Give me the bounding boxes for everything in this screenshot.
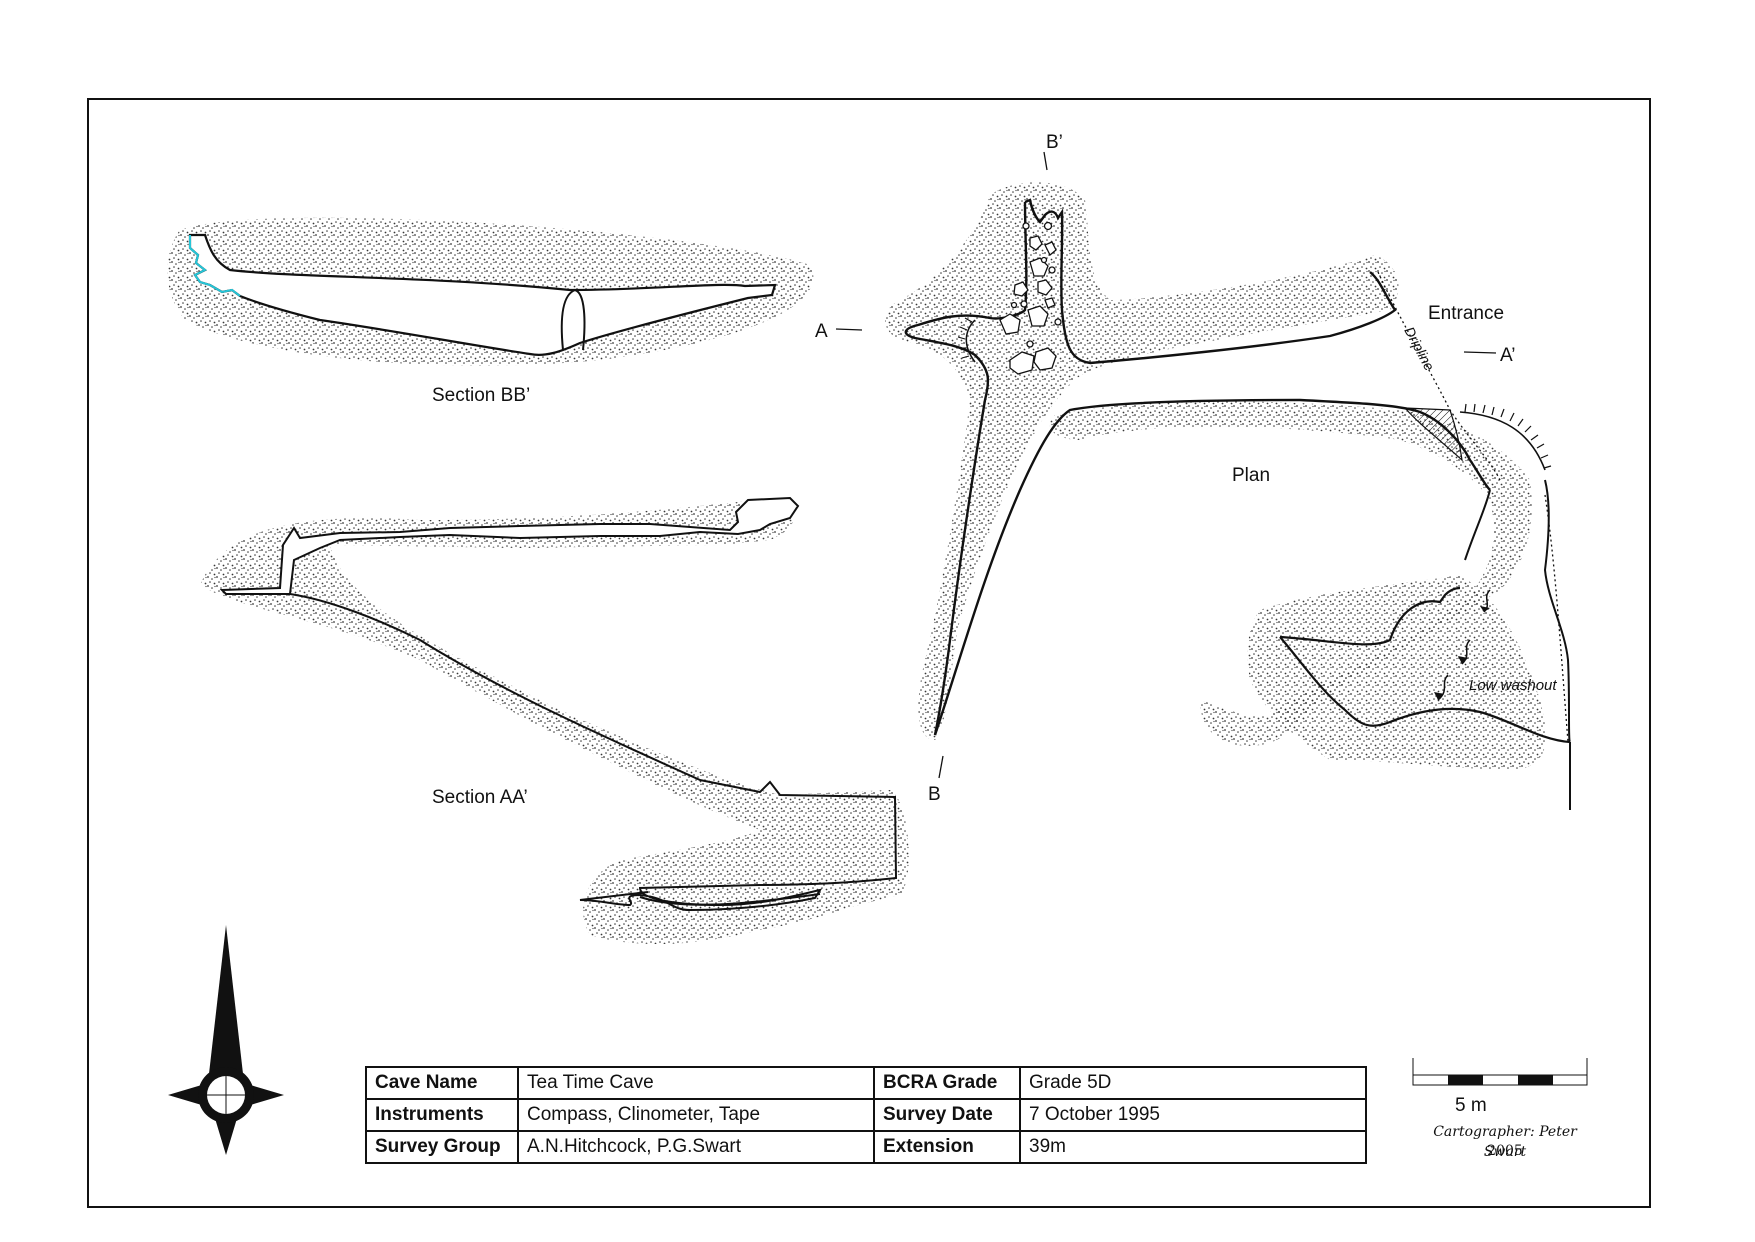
survey-group-label: Survey Group: [365, 1130, 519, 1164]
compass-rose-icon: [168, 925, 284, 1155]
section-marker-b-prime: B’: [1046, 132, 1063, 153]
plan-drawing: [835, 151, 1571, 810]
map-frame: [87, 98, 1651, 1208]
extension-label: Extension: [873, 1130, 1021, 1164]
table-row: Cave Name Tea Time Cave BCRA Grade Grade…: [365, 1066, 1367, 1100]
extension-value: 39m: [1019, 1130, 1367, 1164]
scale-bar: [1412, 1058, 1588, 1086]
section-marker-a-prime: A’: [1500, 345, 1515, 366]
section-aa-label: Section AA’: [432, 787, 528, 808]
low-washout-label: Low washout: [1469, 677, 1557, 694]
survey-info-table: Cave Name Tea Time Cave BCRA Grade Grade…: [365, 1066, 1367, 1164]
section-marker-b: B: [928, 784, 941, 805]
bcra-grade-label: BCRA Grade: [873, 1066, 1021, 1100]
dripline-label: Dripline: [1401, 324, 1438, 374]
table-row: Survey Group A.N.Hitchcock, P.G.Swart Ex…: [365, 1130, 1367, 1164]
survey-group-value: A.N.Hitchcock, P.G.Swart: [517, 1130, 875, 1164]
cave-name-value: Tea Time Cave: [517, 1066, 875, 1100]
bcra-grade-value: Grade 5D: [1019, 1066, 1367, 1100]
instruments-value: Compass, Clinometer, Tape: [517, 1098, 875, 1132]
cartographer-credit: Cartographer: Peter Swart: [1433, 1124, 1577, 1160]
section-bb-label: Section BB’: [432, 385, 530, 406]
section-marker-a: A: [815, 321, 828, 342]
section-aa-drawing: [200, 496, 909, 945]
instruments-label: Instruments: [365, 1098, 519, 1132]
plan-label: Plan: [1232, 465, 1270, 486]
survey-date-label: Survey Date: [873, 1098, 1021, 1132]
credit-year: 2005: [1487, 1143, 1523, 1159]
table-row: Instruments Compass, Clinometer, Tape Su…: [365, 1098, 1367, 1132]
entrance-label: Entrance: [1428, 303, 1504, 324]
section-bb-drawing: [167, 217, 814, 366]
cave-name-label: Cave Name: [365, 1066, 519, 1100]
scale-bar-label: 5 m: [1455, 1095, 1487, 1116]
survey-date-value: 7 October 1995: [1019, 1098, 1367, 1132]
